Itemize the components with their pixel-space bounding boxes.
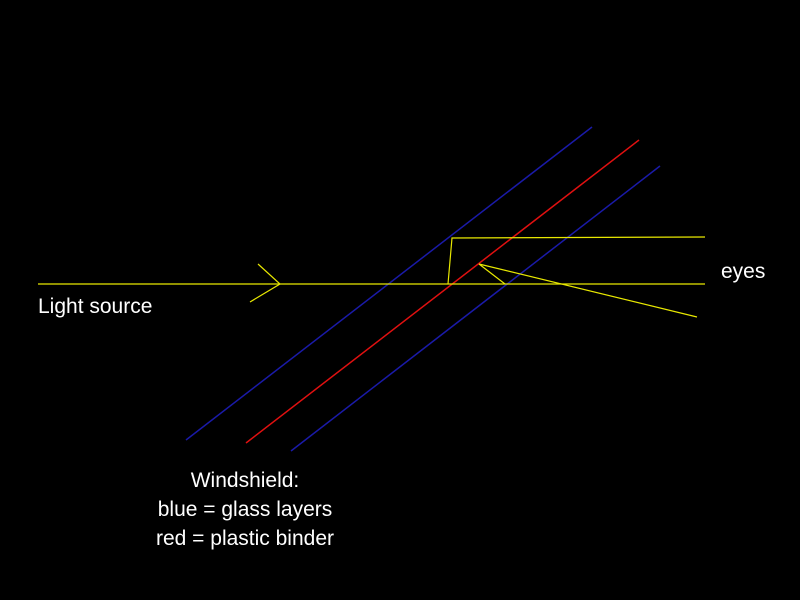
- reflected-ray-inner-glass: [478, 263, 698, 318]
- legend-plastic-binder: red = plastic binder: [155, 527, 335, 550]
- ray-arrowhead: [249, 263, 282, 303]
- legend-title: Windshield:: [190, 469, 300, 492]
- plastic-binder-layer: [245, 139, 640, 444]
- reflected-ray-binder: [447, 236, 706, 285]
- legend-glass-layers: blue = glass layers: [157, 498, 333, 521]
- windshield-legend: Windshield: blue = glass layers red = pl…: [120, 466, 370, 553]
- glass-layer-inner: [290, 165, 661, 452]
- light-source-label: Light source: [38, 295, 153, 318]
- eyes-label: eyes: [721, 260, 766, 283]
